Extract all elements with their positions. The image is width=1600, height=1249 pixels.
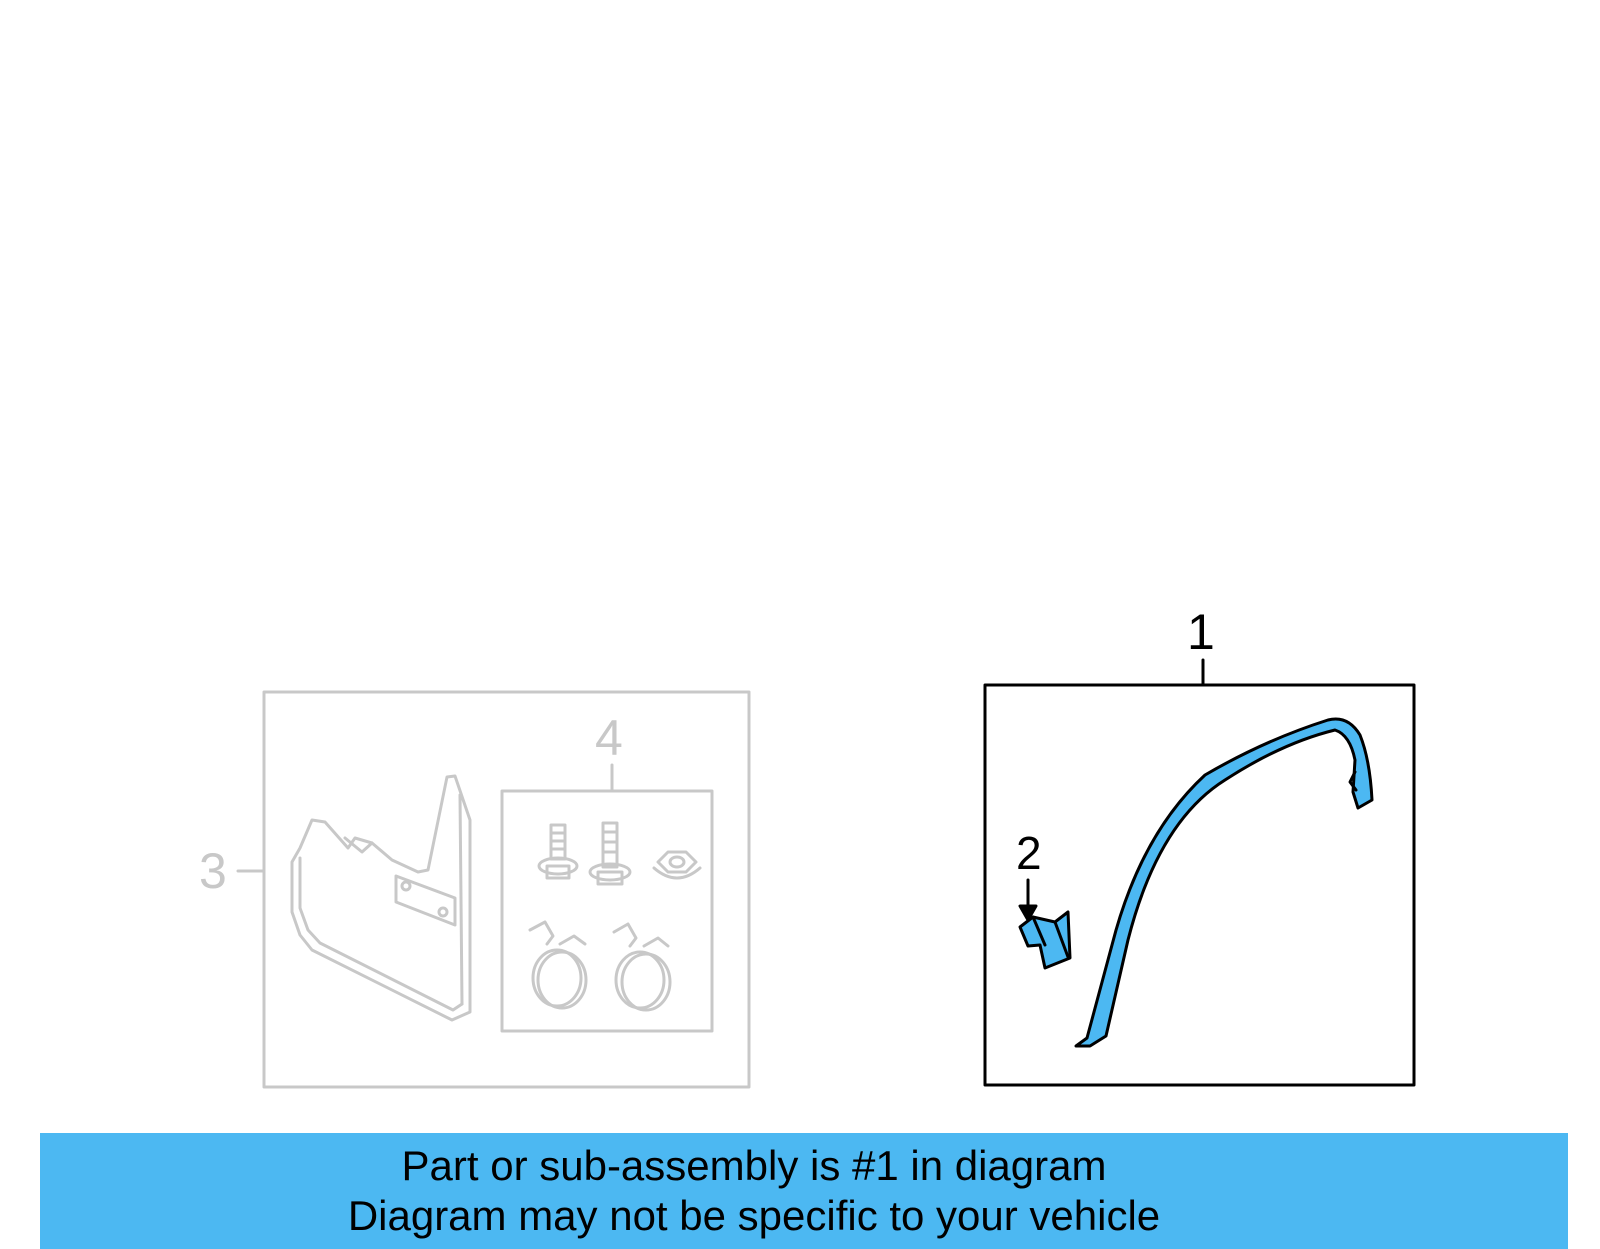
part-2-arrowhead xyxy=(1018,904,1038,922)
inactive-parts-group xyxy=(236,690,751,1089)
fender-flare xyxy=(1074,717,1374,1048)
clip-icon xyxy=(612,922,672,1012)
callout-4: 4 xyxy=(595,710,623,766)
callout-1: 1 xyxy=(1187,604,1215,660)
active-parts-group xyxy=(983,658,1416,1087)
parts-diagram xyxy=(236,658,1416,1089)
callout-3: 3 xyxy=(199,843,227,899)
bolt-icon xyxy=(588,821,632,886)
banner-line-2: Diagram may not be specific to your vehi… xyxy=(347,1192,1161,1239)
bolt-icon xyxy=(537,823,579,880)
callout-2: 2 xyxy=(1016,827,1042,879)
nut-icon xyxy=(652,850,702,880)
clip-icon xyxy=(528,920,588,1010)
part-3-frame xyxy=(262,690,751,1089)
info-banner: Part or sub-assembly is #1 in diagram Di… xyxy=(40,1133,1568,1249)
mud-flap-drawing xyxy=(290,774,472,1022)
part-4-frame xyxy=(500,789,714,1033)
part-1-frame xyxy=(983,683,1416,1087)
banner-line-1: Part or sub-assembly is #1 in diagram xyxy=(401,1142,1107,1189)
